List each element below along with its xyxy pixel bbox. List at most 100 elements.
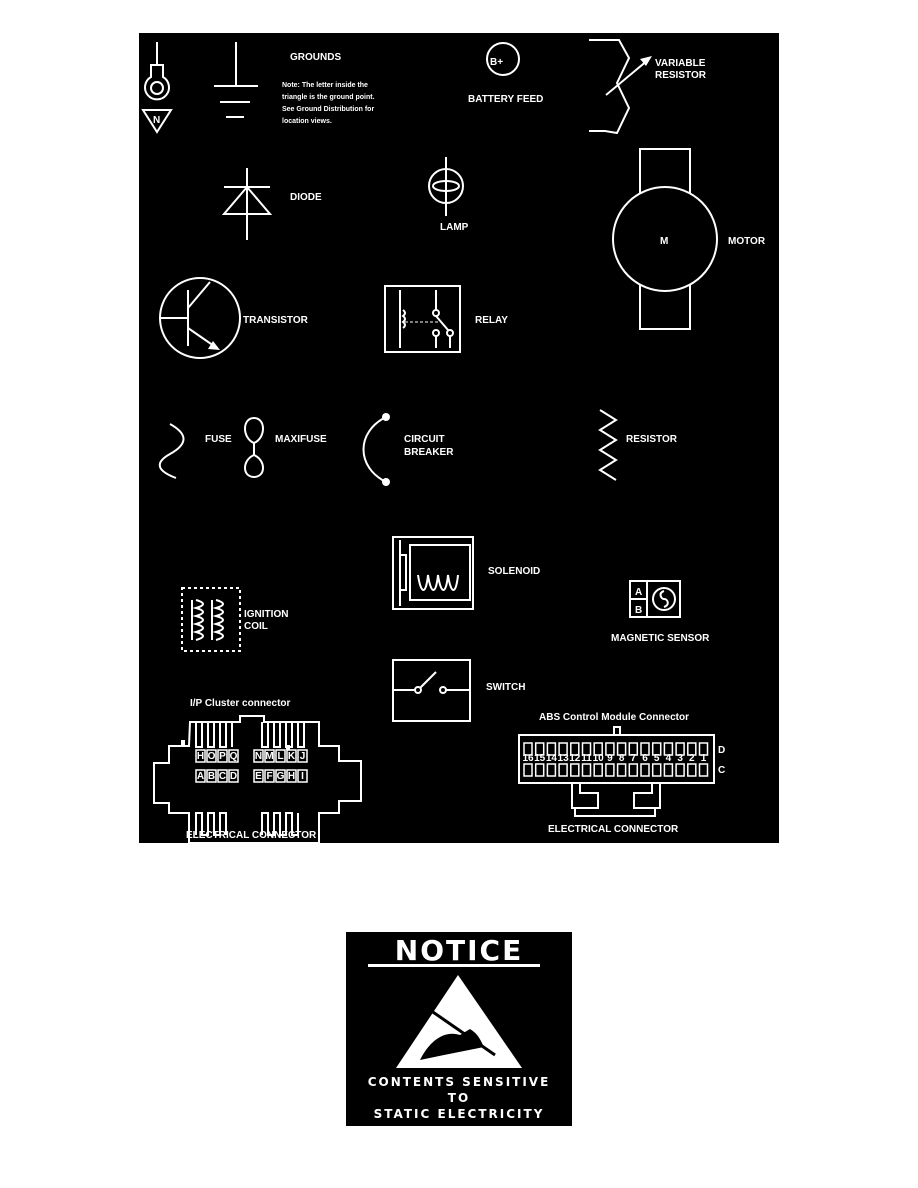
ignition-coil-icon (181, 587, 241, 652)
variable-resistor-label: VARIABLE (655, 58, 706, 69)
diode-icon (221, 168, 273, 240)
abs-pin-d (558, 742, 568, 756)
variable-resistor-label: RESISTOR (655, 70, 707, 81)
motor-symbol: M (660, 236, 668, 247)
abs-pin-c (663, 763, 674, 777)
ip-pin (286, 769, 297, 783)
switch-icon (392, 659, 471, 722)
resistor-icon (598, 409, 618, 481)
circuit-breaker-icon (362, 413, 390, 486)
ip-pin (286, 749, 297, 763)
fuse-label: FUSE (205, 434, 232, 445)
abs-pin-number: 13 (558, 753, 570, 764)
abs-pin-d (687, 742, 697, 756)
grounds-note-line: See Ground Distribution for (282, 106, 374, 113)
maxifuse-label: MAXIFUSE (275, 434, 327, 445)
abs-pin-c (675, 763, 685, 777)
ip-pin-letter: G (277, 771, 285, 782)
ip-pin-letter: D (230, 771, 237, 782)
variable-resistor-icon (589, 39, 652, 135)
magnetic-sensor-pin: A (635, 587, 642, 598)
magnetic-sensor-pin: B (635, 605, 642, 616)
abs-pin-number: 7 (631, 753, 637, 764)
abs-pin-number: 8 (619, 753, 625, 764)
relay-label: RELAY (475, 315, 508, 326)
abs-pin-d (581, 742, 592, 756)
ip-pin-letter: J (300, 751, 306, 762)
abs-pin-number: 10 (593, 753, 605, 764)
ground-point-letter: N (153, 115, 160, 126)
switch-label: SWITCH (486, 682, 525, 693)
grounds-note-line: triangle is the ground point. (282, 94, 375, 101)
ip-pin-letter: I (301, 771, 304, 782)
abs-pin-d (605, 742, 615, 756)
abs-pin-number: 6 (642, 753, 648, 764)
abs-pin-c (534, 763, 545, 777)
battery-feed-icon (486, 42, 520, 76)
abs-pin-c (698, 763, 709, 777)
lamp-icon (428, 157, 464, 216)
static-notice-label: NOTICE CONTENTS SENSITIVE TO STATIC ELEC… (346, 932, 572, 1126)
solenoid-label: SOLENOID (488, 566, 540, 577)
abs-pin-d (570, 742, 580, 756)
abs-pin-c (651, 763, 662, 777)
ip-pin-letter: A (197, 771, 204, 782)
ip-pin (264, 749, 275, 763)
ip-pin-letter: B (208, 771, 215, 782)
magnetic-sensor-icon: A B (629, 580, 681, 618)
abs-pin-d (640, 742, 650, 756)
abs-pin-d (593, 742, 603, 756)
ip-pin-letter: Q (230, 751, 238, 762)
abs-pin-d (523, 742, 533, 756)
ip-pin (195, 749, 206, 763)
abs-pin-c (640, 763, 650, 777)
abs-pin-c (523, 763, 533, 777)
ip-pin (264, 769, 275, 783)
abs-pin-number: 16 (522, 753, 534, 764)
abs-pin-d (698, 742, 709, 756)
ip-pin (297, 769, 308, 783)
ip-pin-letter: N (255, 751, 262, 762)
circuit-breaker-label: BREAKER (404, 447, 454, 458)
abs-pin-number: 14 (546, 753, 558, 764)
magnetic-sensor-label: MAGNETIC SENSOR (611, 633, 710, 644)
transistor-label: TRANSISTOR (243, 315, 309, 326)
transistor-icon (159, 277, 241, 359)
abs-pin-number: 15 (534, 753, 546, 764)
abs-connector-label: ELECTRICAL CONNECTOR (548, 824, 679, 835)
abs-pin-number: 12 (569, 753, 581, 764)
abs-pin-c (581, 763, 592, 777)
abs-pin-number: 4 (666, 753, 672, 764)
ip-cluster-connector-title: I/P Cluster connector (190, 698, 291, 709)
abs-connector-title: ABS Control Module Connector (539, 712, 689, 723)
abs-pin-c (605, 763, 615, 777)
legend-panel (139, 33, 779, 843)
notice-line: TO (448, 1091, 470, 1105)
ip-pin-letter: C (219, 771, 226, 782)
abs-pin-c (546, 763, 557, 777)
abs-pin-number: 5 (654, 753, 660, 764)
ip-pin-letter: M (265, 751, 273, 762)
ip-pin-letter: K (288, 751, 296, 762)
relay-icon (384, 285, 461, 353)
grounds-note-line: Note: The letter inside the (282, 82, 368, 89)
grounds-note-line: location views. (282, 118, 332, 125)
esd-hand-triangle-icon (396, 975, 522, 1068)
ip-pin-letter: P (219, 751, 226, 762)
abs-pin-c (558, 763, 568, 777)
notice-line: CONTENTS SENSITIVE (368, 1075, 551, 1089)
ip-pin-letter: O (208, 751, 216, 762)
battery-feed-label: BATTERY FEED (468, 94, 543, 105)
abs-row-label-c: C (718, 765, 725, 776)
ip-pin (253, 769, 264, 783)
ignition-coil-label: IGNITION (244, 609, 288, 620)
abs-pin-c (570, 763, 580, 777)
abs-pin-c (593, 763, 603, 777)
notice-line: STATIC ELECTRICITY (374, 1107, 545, 1121)
abs-pin-number: 9 (607, 753, 613, 764)
abs-pin-d (675, 742, 685, 756)
lamp-label: LAMP (440, 222, 469, 233)
abs-pin-c (687, 763, 697, 777)
